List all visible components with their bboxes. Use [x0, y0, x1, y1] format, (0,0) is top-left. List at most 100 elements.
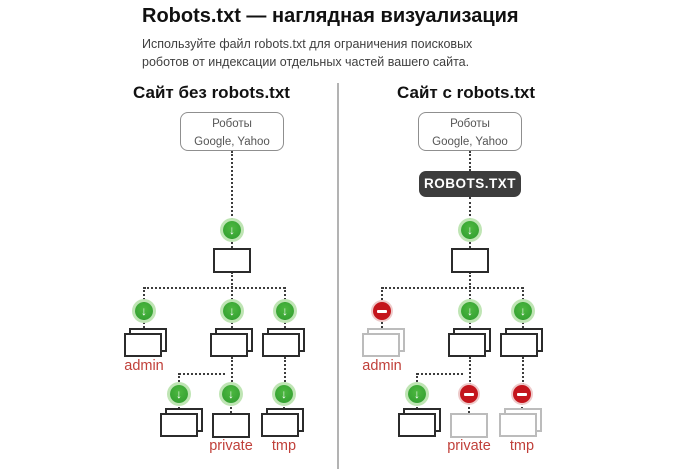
down-arrow-glyph: ↓ — [414, 387, 420, 401]
robots-box-line-2: Google, Yahoo — [194, 135, 270, 148]
right-robots-box: Роботы Google, Yahoo — [418, 112, 522, 151]
down-arrow-glyph: ↓ — [229, 223, 235, 237]
connector-line — [284, 357, 286, 385]
folder-label-private: private — [447, 438, 491, 454]
connector-line — [284, 287, 286, 303]
subtitle-line-1: Используйте файл robots.txt для ограниче… — [142, 37, 473, 51]
deny-icon — [513, 385, 531, 403]
left-robots-box: Роботы Google, Yahoo — [180, 112, 284, 151]
connector-line — [143, 318, 145, 328]
down-arrow-glyph: ↓ — [467, 304, 473, 318]
left-root-node — [213, 248, 251, 273]
folder-front-page — [398, 413, 436, 437]
folder-private — [212, 413, 250, 438]
connector-line — [469, 287, 471, 303]
folder-front-page — [261, 413, 299, 437]
folder-front-page — [124, 333, 162, 357]
robots-box-line-1: Роботы — [450, 118, 490, 130]
robots-box-line-1: Роботы — [212, 118, 252, 130]
folder-front-page — [499, 413, 537, 437]
folder-label-private: private — [209, 438, 253, 454]
allow-icon: ↓ — [275, 385, 293, 403]
connector-line — [284, 318, 286, 328]
connector-line — [231, 151, 233, 248]
connector-line — [231, 318, 233, 328]
no-entry-bar — [517, 392, 527, 396]
connector-line — [382, 287, 523, 289]
folder-label-admin: admin — [362, 358, 402, 374]
folder-unnamed — [160, 408, 203, 437]
allow-icon: ↓ — [514, 302, 532, 320]
deny-icon — [460, 385, 478, 403]
folder-middle — [210, 328, 253, 357]
down-arrow-glyph: ↓ — [141, 304, 147, 318]
folder-admin-blocked — [362, 328, 405, 357]
connector-line — [381, 318, 383, 328]
down-arrow-glyph: ↓ — [229, 304, 235, 318]
connector-line — [143, 287, 145, 303]
connector-line — [178, 373, 180, 385]
down-arrow-glyph: ↓ — [228, 387, 234, 401]
folder-tmp — [261, 408, 304, 437]
connector-line — [231, 357, 233, 385]
down-arrow-glyph: ↓ — [176, 387, 182, 401]
robots-box-line-2: Google, Yahoo — [432, 135, 508, 148]
allow-icon: ↓ — [223, 221, 241, 239]
connector-line — [231, 272, 233, 288]
connector-line — [469, 272, 471, 288]
allow-icon: ↓ — [170, 385, 188, 403]
folder-right — [262, 328, 305, 357]
down-arrow-glyph: ↓ — [520, 304, 526, 318]
connector-line — [522, 357, 524, 385]
down-arrow-glyph: ↓ — [282, 304, 288, 318]
allow-icon: ↓ — [223, 302, 241, 320]
connector-line — [416, 373, 418, 385]
folder-private-blocked — [450, 413, 488, 438]
folder-label-admin: admin — [124, 358, 164, 374]
allow-icon: ↓ — [135, 302, 153, 320]
allow-icon: ↓ — [276, 302, 294, 320]
folder-admin — [124, 328, 167, 357]
folder-front-page — [448, 333, 486, 357]
no-entry-bar — [377, 309, 387, 313]
connector-line — [230, 403, 232, 413]
folder-front-page — [362, 333, 400, 357]
left-column-heading: Сайт без robots.txt — [133, 83, 290, 102]
down-arrow-glyph: ↓ — [467, 223, 473, 237]
connector-line — [522, 318, 524, 328]
folder-label-tmp: tmp — [271, 438, 297, 454]
connector-line — [469, 357, 471, 385]
subtitle-line-2: роботов от индексации отдельных частей в… — [142, 55, 470, 70]
deny-icon — [373, 302, 391, 320]
right-column-heading: Сайт с robots.txt — [397, 83, 536, 102]
folder-unnamed — [398, 408, 441, 437]
folder-front-page — [262, 333, 300, 357]
folder-front-page — [160, 413, 198, 437]
folder-front-page — [210, 333, 248, 357]
connector-line — [417, 373, 463, 375]
allow-icon: ↓ — [461, 302, 479, 320]
folder-label-tmp: tmp — [509, 438, 535, 454]
page-subtitle: Используйте файл robots.txt для ограниче… — [142, 35, 472, 71]
connector-line — [468, 403, 470, 413]
down-arrow-glyph: ↓ — [281, 387, 287, 401]
folder-right — [500, 328, 543, 357]
no-entry-bar — [464, 392, 474, 396]
connector-line — [469, 318, 471, 328]
allow-icon: ↓ — [461, 221, 479, 239]
folder-front-page — [500, 333, 538, 357]
allow-icon: ↓ — [222, 385, 240, 403]
folder-middle — [448, 328, 491, 357]
connector-line — [231, 287, 233, 303]
connector-line — [522, 287, 524, 303]
connector-line — [381, 287, 383, 303]
column-divider — [337, 83, 339, 469]
right-root-node — [451, 248, 489, 273]
connector-line — [144, 287, 285, 289]
page-title: Robots.txt — наглядная визуализация — [142, 5, 519, 27]
allow-icon: ↓ — [408, 385, 426, 403]
connector-line — [469, 151, 471, 171]
connector-line — [179, 373, 225, 375]
folder-tmp-blocked — [499, 408, 542, 437]
